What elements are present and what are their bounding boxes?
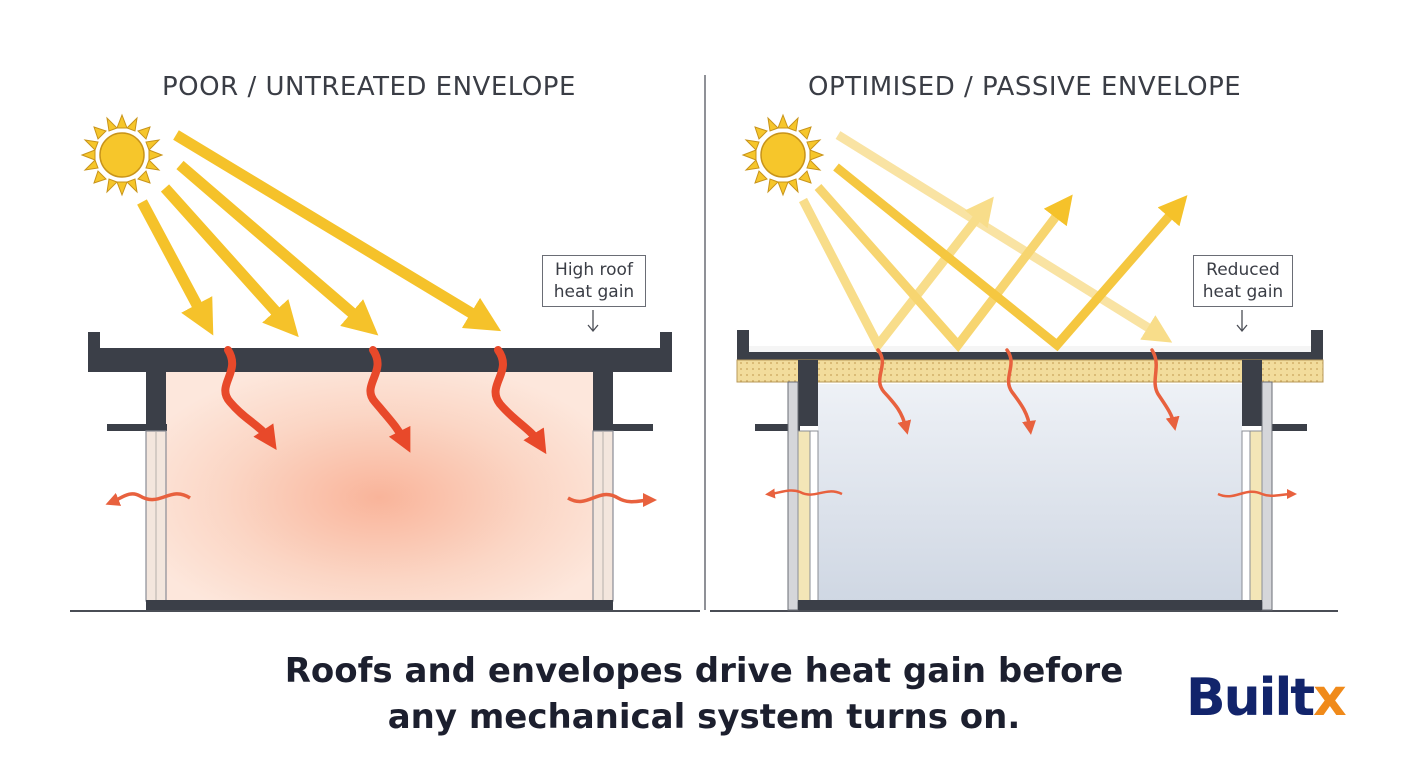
ledge-left-b <box>593 424 653 431</box>
column-right-a <box>798 360 818 426</box>
ledge-right-b <box>1262 424 1307 431</box>
ledge-right-a <box>755 424 800 431</box>
solar-ray-arrow <box>160 184 299 338</box>
callout-right-line1: Reduced <box>1206 260 1280 280</box>
column-right-b <box>1242 360 1262 426</box>
panel-title-right: OPTIMISED / PASSIVE ENVELOPE <box>808 72 1242 102</box>
heat-flow-arrow <box>221 346 277 450</box>
heat-flows-left <box>221 346 547 455</box>
column-left-b <box>593 372 613 426</box>
logo-word: Built <box>1186 668 1315 728</box>
caption-line1: Roofs and envelopes drive heat gain befo… <box>284 651 1124 691</box>
column-left-a <box>146 372 166 426</box>
floor-slab-left <box>146 600 613 610</box>
heat-flow-arrow <box>567 492 657 508</box>
cool-interior <box>818 384 1242 602</box>
heat-flow-arrow <box>765 488 843 499</box>
reflective-roof-membrane <box>737 330 1323 360</box>
wall-heat-right <box>765 488 1297 500</box>
caption: Roofs and envelopes drive heat gain befo… <box>0 648 1408 740</box>
reflected-ray-arrow <box>835 131 1173 343</box>
callout-left-line2: heat gain <box>553 282 635 302</box>
reflected-ray-arrow <box>833 163 1188 352</box>
callout-reduced-heat-gain: Reduced heat gain <box>1193 255 1293 307</box>
callout-high-roof-heat-gain: High roof heat gain <box>542 255 646 307</box>
solar-rays-left <box>137 130 502 338</box>
solar-ray-arrow <box>137 199 214 336</box>
ledge-left-a <box>107 424 167 431</box>
heat-flows-right <box>876 348 1180 435</box>
reflected-ray-arrow <box>814 184 1073 353</box>
roof-insulation <box>736 359 1324 383</box>
down-arrow-icon <box>1236 310 1248 333</box>
builtx-logo: Builtx <box>1186 668 1347 728</box>
floor-slab-right <box>798 600 1262 610</box>
heat-flow-arrow <box>1217 489 1297 500</box>
callout-right-line2: heat gain <box>1202 282 1284 302</box>
solar-ray-arrow <box>173 130 502 332</box>
caption-line2: any mechanical system turns on. <box>387 697 1021 737</box>
sun-icon <box>741 113 825 197</box>
heat-flow-arrow <box>1150 348 1180 431</box>
down-arrow-icon <box>587 310 599 333</box>
reflected-rays-right <box>799 131 1188 354</box>
heat-flow-arrow <box>366 346 411 453</box>
solar-ray-arrow <box>176 160 379 336</box>
right-building <box>736 330 1324 611</box>
insulated-wall-a <box>787 381 799 611</box>
heat-flow-arrow <box>876 348 912 435</box>
left-building <box>88 332 672 610</box>
callout-left-line1: High roof <box>555 260 633 280</box>
heat-flow-arrow <box>105 492 191 506</box>
heat-flow-arrow <box>491 346 547 455</box>
wall-heat-left <box>105 492 657 508</box>
sun-icon <box>80 113 164 197</box>
logo-x-mark: x <box>1313 668 1347 728</box>
heat-flow-arrow <box>1005 348 1036 435</box>
panel-title-left: POOR / UNTREATED ENVELOPE <box>162 72 576 102</box>
